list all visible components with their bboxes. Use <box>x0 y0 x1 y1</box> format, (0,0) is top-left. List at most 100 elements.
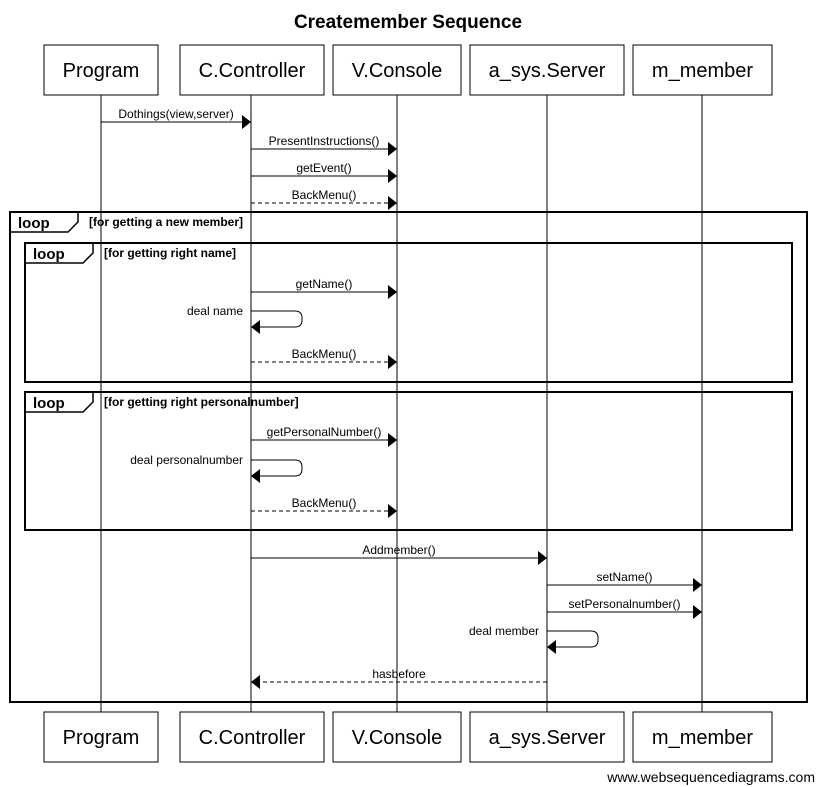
message: deal member <box>469 624 599 654</box>
diagram-title: Createmember Sequence <box>294 12 522 33</box>
participant-box <box>332 711 462 763</box>
frame-border <box>9 211 808 703</box>
message: PresentInstructions() <box>251 134 397 156</box>
loop-frame: loop [for getting right personalnumber] <box>24 391 793 531</box>
arrowhead <box>388 504 397 518</box>
message-label: Addmember() <box>362 543 435 557</box>
participant-label: C.Controller <box>199 60 306 82</box>
participant-label: a_sys.Server <box>489 60 606 82</box>
participant-label: V.Console <box>352 727 442 749</box>
participant-server-bottom: a_sys.Server <box>469 711 625 763</box>
message: setPersonalnumber() <box>547 597 702 619</box>
participant-label: V.Console <box>352 60 442 82</box>
message: getPersonalNumber() <box>251 425 397 447</box>
message-label: getPersonalNumber() <box>267 425 382 439</box>
participant-box <box>179 44 325 96</box>
participant-box <box>43 711 159 763</box>
message-label: deal name <box>187 304 243 318</box>
frame-condition: [for getting right personalnumber] <box>104 395 299 409</box>
frame-border <box>24 242 793 383</box>
arrowhead <box>693 578 702 592</box>
message: getEvent() <box>251 161 397 183</box>
message-label: hasbefore <box>372 667 426 681</box>
message-label: BackMenu() <box>292 347 357 361</box>
frame-border <box>24 391 793 531</box>
frame-tab <box>25 392 94 413</box>
message-label: setPersonalnumber() <box>568 597 680 611</box>
arrowhead <box>547 640 556 654</box>
message: setName() <box>547 570 702 592</box>
participant-box <box>632 711 773 763</box>
participant-server-top: a_sys.Server <box>469 44 625 96</box>
arrowhead <box>251 469 260 483</box>
participant-box <box>179 711 325 763</box>
participant-box <box>632 44 773 96</box>
arrowhead <box>388 196 397 210</box>
message-label: setName() <box>596 570 652 584</box>
message-label: deal member <box>469 624 539 638</box>
arrowhead <box>242 115 251 129</box>
participant-box <box>332 44 462 96</box>
arrowhead <box>388 355 397 369</box>
arrowhead <box>538 551 547 565</box>
lifelines <box>100 95 703 712</box>
arrowhead <box>693 605 702 619</box>
message-label: getEvent() <box>296 161 351 175</box>
message-label: BackMenu() <box>292 188 357 202</box>
message-label: deal personalnumber <box>130 453 243 467</box>
message: BackMenu() <box>251 496 397 518</box>
frame-condition: [for getting a new member] <box>89 215 243 229</box>
loop-frames: loop [for getting a new member] loop [for g… <box>9 211 808 703</box>
messages: Dothings(view,server) PresentInstructions… <box>101 107 702 689</box>
arrowhead <box>388 285 397 299</box>
message-line <box>251 310 303 328</box>
loop-frame: loop [for getting a new member] <box>9 211 808 703</box>
frame-keyword: loop <box>33 395 65 412</box>
participant-console-bottom: V.Console <box>332 711 462 763</box>
arrowhead <box>388 169 397 183</box>
message-label: Dothings(view,server) <box>118 107 233 121</box>
participant-program-bottom: Program <box>43 711 159 763</box>
participant-label: a_sys.Server <box>489 727 606 749</box>
message-line <box>547 630 599 648</box>
frame-condition: [for getting right name] <box>104 246 236 260</box>
participant-box <box>469 44 625 96</box>
loop-frame: loop [for getting right name] <box>24 242 793 383</box>
message: BackMenu() <box>251 188 397 210</box>
message: hasbefore <box>251 667 547 689</box>
message-label: getName() <box>296 277 353 291</box>
participant-program-top: Program <box>43 44 159 96</box>
arrowhead <box>388 142 397 156</box>
message-label: BackMenu() <box>292 496 357 510</box>
message: getName() <box>251 277 397 299</box>
participant-box <box>469 711 625 763</box>
message: Dothings(view,server) <box>101 107 251 129</box>
message-line <box>251 459 303 477</box>
participants-top: Program C.Controller V.Console a_sys.Server… <box>43 44 773 96</box>
message-label: PresentInstructions() <box>269 134 380 148</box>
participant-box <box>43 44 159 96</box>
participant-member-bottom: m_member <box>632 711 773 763</box>
frame-tab <box>25 243 94 264</box>
arrowhead <box>251 320 260 334</box>
participants-bottom: Program C.Controller V.Console a_sys.Server… <box>43 711 773 763</box>
participant-label: Program <box>63 727 140 749</box>
frame-tab <box>10 212 79 233</box>
participant-console-top: V.Console <box>332 44 462 96</box>
participant-label: m_member <box>652 60 753 82</box>
message: BackMenu() <box>251 347 397 369</box>
message: Addmember() <box>251 543 547 565</box>
message: deal personalnumber <box>130 453 303 483</box>
participant-controller-top: C.Controller <box>179 44 325 96</box>
participant-label: C.Controller <box>199 727 306 749</box>
participant-label: Program <box>63 60 140 82</box>
frame-keyword: loop <box>18 215 50 232</box>
frame-keyword: loop <box>33 246 65 263</box>
watermark: www.websequencediagrams.com <box>606 769 815 785</box>
message: deal name <box>187 304 303 334</box>
arrowhead <box>388 433 397 447</box>
participant-member-top: m_member <box>632 44 773 96</box>
arrowhead <box>251 675 260 689</box>
participant-label: m_member <box>652 727 753 749</box>
